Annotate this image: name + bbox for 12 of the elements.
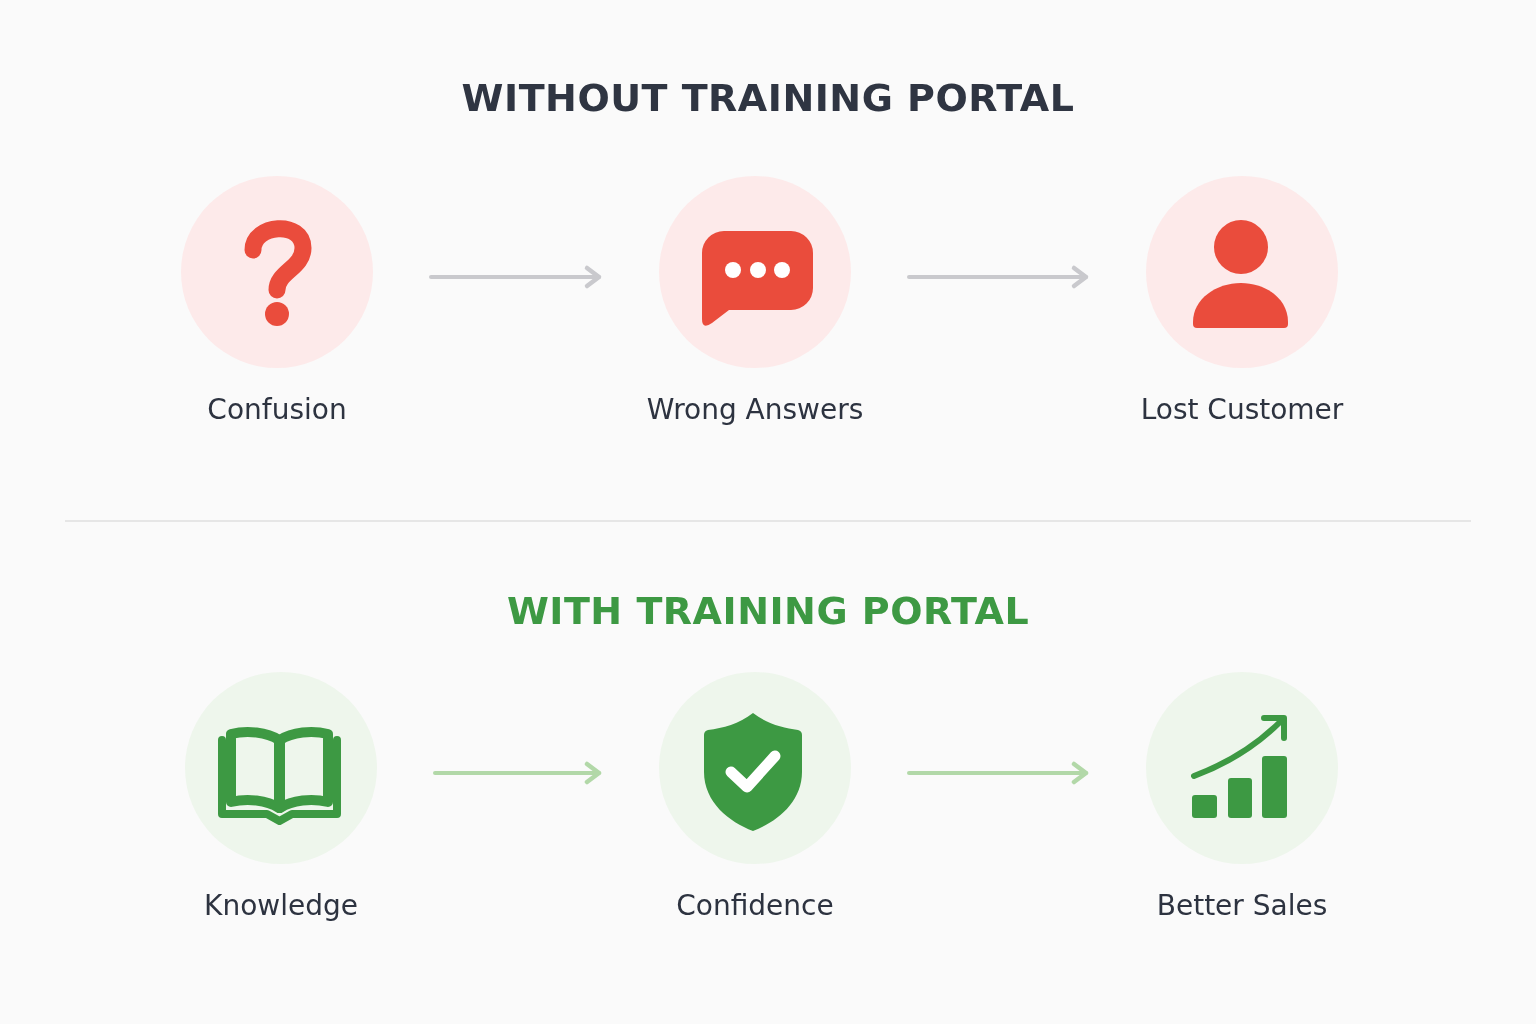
step-label: Confusion xyxy=(207,392,347,428)
arrow xyxy=(433,761,602,785)
step-label: Knowledge xyxy=(204,888,358,924)
arrow xyxy=(907,265,1089,289)
step-label: Better Sales xyxy=(1156,888,1328,924)
section-heading: WITH TRAINING PORTAL xyxy=(506,588,1030,635)
arrow xyxy=(429,265,602,289)
section-heading: WITHOUT TRAINING PORTAL xyxy=(461,75,1075,122)
step-label: Lost Customer xyxy=(1140,392,1344,428)
step-label: Wrong Answers xyxy=(646,392,864,428)
step-label: Confidence xyxy=(676,888,834,924)
arrow xyxy=(907,761,1089,785)
